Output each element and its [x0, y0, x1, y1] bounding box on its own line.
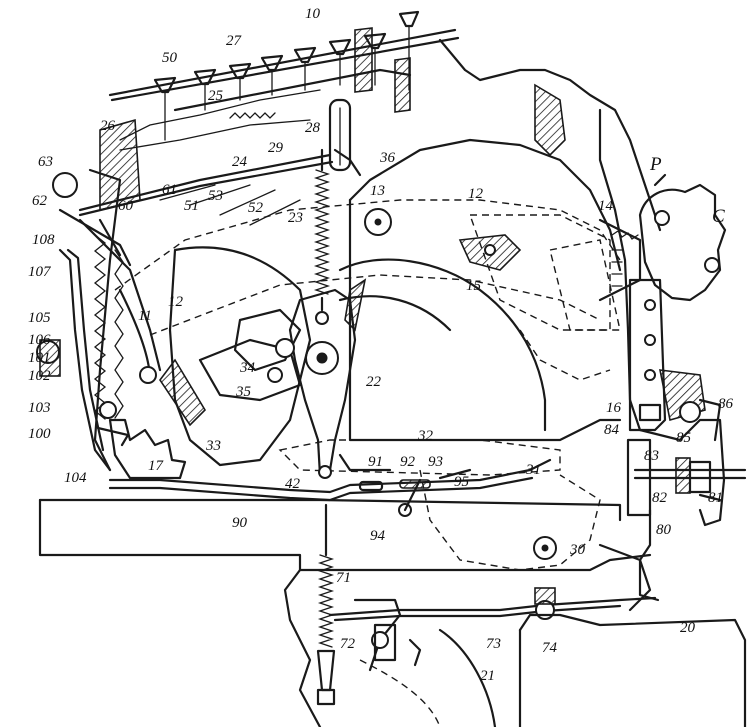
pivot-30 [533, 536, 557, 560]
label-12b: 12 [168, 294, 184, 310]
label-90: 90 [232, 515, 248, 531]
label-17: 17 [148, 458, 165, 474]
label-20: 20 [680, 620, 696, 636]
label-52: 52 [248, 200, 264, 216]
label-81: 81 [708, 490, 723, 506]
label-35: 35 [235, 384, 252, 400]
label-32: 32 [417, 428, 434, 444]
label-51: 51 [184, 198, 199, 214]
key-levers [99, 10, 460, 212]
label-86: 86 [718, 396, 734, 412]
label-62: 62 [32, 193, 48, 209]
label-83: 83 [644, 448, 659, 464]
label-84: 84 [604, 422, 620, 438]
shaft-assembly [626, 438, 747, 602]
label-92: 92 [400, 454, 416, 470]
label-82: 82 [652, 490, 668, 506]
label-61: 61 [162, 182, 177, 198]
label-10: 10 [305, 6, 321, 22]
label-25: 25 [208, 88, 224, 104]
label-74: 74 [542, 640, 558, 656]
label-42: 42 [285, 476, 301, 492]
label-73: 73 [486, 636, 501, 652]
spring-28 [229, 112, 276, 119]
label-16: 16 [606, 400, 622, 416]
label-71: 71 [336, 570, 351, 586]
label-C: C [712, 206, 725, 227]
label-104: 104 [64, 470, 87, 486]
label-91: 91 [368, 454, 383, 470]
label-72: 72 [340, 636, 356, 652]
pivot-left [36, 172, 332, 479]
bell-crank-33 [159, 246, 312, 467]
label-29: 29 [268, 140, 284, 156]
label-15: 15 [466, 278, 482, 294]
universal-bar-links [78, 148, 362, 382]
label-33: 33 [205, 438, 221, 454]
label-23: 23 [288, 210, 303, 226]
label-50: 50 [162, 50, 178, 66]
bar-90 [108, 453, 552, 517]
label-11: 11 [138, 308, 152, 324]
lower-mechanism [316, 503, 747, 727]
main-lever-22 [288, 278, 367, 477]
label-53: 53 [208, 188, 223, 204]
label-14: 14 [598, 198, 614, 214]
label-36: 36 [379, 150, 396, 166]
label-26: 26 [100, 118, 116, 134]
label-95: 95 [454, 474, 470, 490]
platen-P-C [638, 173, 727, 302]
label-103: 103 [28, 400, 51, 416]
label-105: 105 [28, 310, 51, 326]
label-107: 107 [28, 264, 52, 280]
pivot-15 [458, 234, 522, 271]
label-22: 22 [366, 374, 382, 390]
label-21: 21 [480, 668, 495, 684]
label-34: 34 [239, 360, 256, 376]
label-85: 85 [676, 430, 692, 446]
gear-17 [108, 418, 187, 480]
label-100: 100 [28, 426, 51, 442]
label-94: 94 [370, 528, 386, 544]
label-12a: 12 [468, 186, 484, 202]
label-60: 60 [118, 198, 134, 214]
spring-23 [313, 148, 331, 312]
label-30: 30 [569, 542, 586, 558]
right-bracket [628, 278, 722, 442]
label-31: 31 [525, 462, 541, 478]
label-13: 13 [370, 183, 385, 199]
label-P: P [649, 154, 662, 175]
segment-gear-14 [549, 218, 642, 331]
label-80: 80 [656, 522, 672, 538]
label-24: 24 [232, 154, 248, 170]
left-linkage [39, 208, 132, 472]
label-102: 102 [28, 368, 51, 384]
label-28: 28 [305, 120, 321, 136]
reference-numerals: 10 27 50 25 26 28 29 24 36 63 62 61 51 5… [28, 6, 734, 684]
label-108: 108 [32, 232, 55, 248]
label-106: 106 [28, 332, 51, 348]
label-101: 101 [28, 350, 51, 366]
pivot-13 [364, 208, 392, 236]
label-27: 27 [226, 33, 243, 49]
label-93: 93 [428, 454, 443, 470]
label-63: 63 [38, 154, 53, 170]
